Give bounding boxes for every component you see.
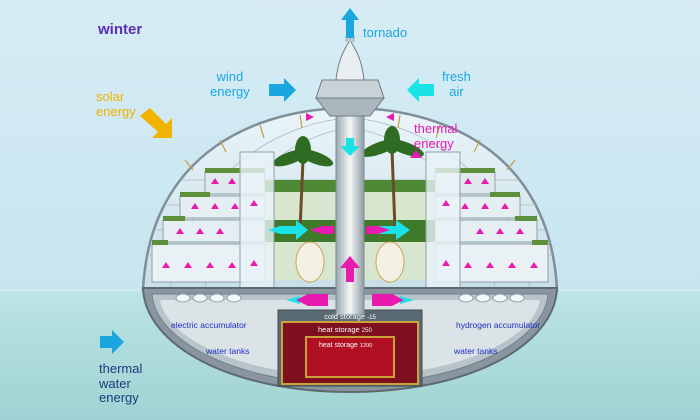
hydrogen-accumulator-label: hydrogen accumulator <box>456 320 541 330</box>
up-arrow-icon <box>464 178 472 184</box>
water-tanks-left-label: water tanks <box>206 346 250 356</box>
right-arrow-icon <box>392 294 404 306</box>
season-label: winter <box>98 21 143 38</box>
right-arrow-icon <box>100 330 124 354</box>
left-arrow-icon <box>407 78 434 102</box>
up-arrow-icon <box>341 8 359 38</box>
up-arrow-icon <box>442 260 450 266</box>
right-arrow-icon <box>269 78 296 102</box>
down-arrow-icon <box>340 138 360 156</box>
water-tanks-right-label: water tanks <box>454 346 498 356</box>
dome-frame-gold <box>184 114 516 171</box>
up-arrow-icon <box>508 262 516 268</box>
up-arrow-icon <box>501 203 509 209</box>
left-glass-shaft <box>239 151 275 313</box>
up-arrow-icon <box>410 150 422 158</box>
palm-tree-icon <box>272 136 334 231</box>
heat-storage-outer-label: heat storage 250 <box>318 325 372 334</box>
portholes <box>175 293 525 303</box>
up-arrow-icon <box>250 200 258 206</box>
tornado-label: tornado <box>363 25 408 40</box>
up-arrow-icon <box>191 203 199 209</box>
heat-storage-inner <box>305 336 395 378</box>
right-arrow-icon <box>378 226 390 234</box>
right-arrow-icon <box>306 113 314 121</box>
terrace-airflow <box>162 178 538 268</box>
up-arrow-icon <box>206 262 214 268</box>
wind-energy-label: wind energy <box>210 69 250 99</box>
up-arrow-icon <box>211 178 219 184</box>
left-arrow-icon <box>386 113 394 121</box>
right-arrow-icon <box>140 108 172 138</box>
solar-energy-label: solar energy <box>96 89 136 119</box>
up-arrow-icon <box>228 178 236 184</box>
left-arrow-icon <box>296 294 308 306</box>
up-arrow-icon <box>340 256 360 282</box>
up-arrow-icon <box>250 260 258 266</box>
up-arrow-icon <box>211 203 219 209</box>
fresh-air-label: fresh air <box>442 69 471 99</box>
up-arrow-icon <box>176 228 184 234</box>
right-arrow-icon <box>280 220 308 240</box>
up-arrow-icon <box>481 203 489 209</box>
up-arrow-icon <box>476 228 484 234</box>
left-arrow-icon <box>310 226 322 234</box>
left-arrow-icon <box>286 296 300 304</box>
up-arrow-icon <box>216 228 224 234</box>
up-arrow-icon <box>231 203 239 209</box>
thermal-water-energy-label: thermal water energy <box>99 361 143 406</box>
up-arrow-icon <box>486 262 494 268</box>
up-arrow-icon <box>516 228 524 234</box>
up-arrow-icon <box>496 228 504 234</box>
up-arrow-icon <box>196 228 204 234</box>
cold-storage-label: cold storage -15 <box>324 312 376 321</box>
right-glass-shaft <box>425 151 461 313</box>
electric-accumulator-label: electric accumulator <box>171 320 247 330</box>
up-arrow-icon <box>464 262 472 268</box>
up-arrow-icon <box>530 262 538 268</box>
heat-storage-inner-label: heat storage 1200 <box>319 342 373 349</box>
left-arrow-icon <box>268 226 280 234</box>
up-arrow-icon <box>184 262 192 268</box>
up-arrow-icon <box>461 203 469 209</box>
up-arrow-icon <box>228 262 236 268</box>
right-arrow-icon <box>400 296 414 304</box>
right-arrow-icon <box>376 220 410 240</box>
thermal-energy-label: thermal energy <box>414 121 458 151</box>
up-arrow-icon <box>162 262 170 268</box>
up-arrow-icon <box>481 178 489 184</box>
up-arrow-icon <box>442 200 450 206</box>
